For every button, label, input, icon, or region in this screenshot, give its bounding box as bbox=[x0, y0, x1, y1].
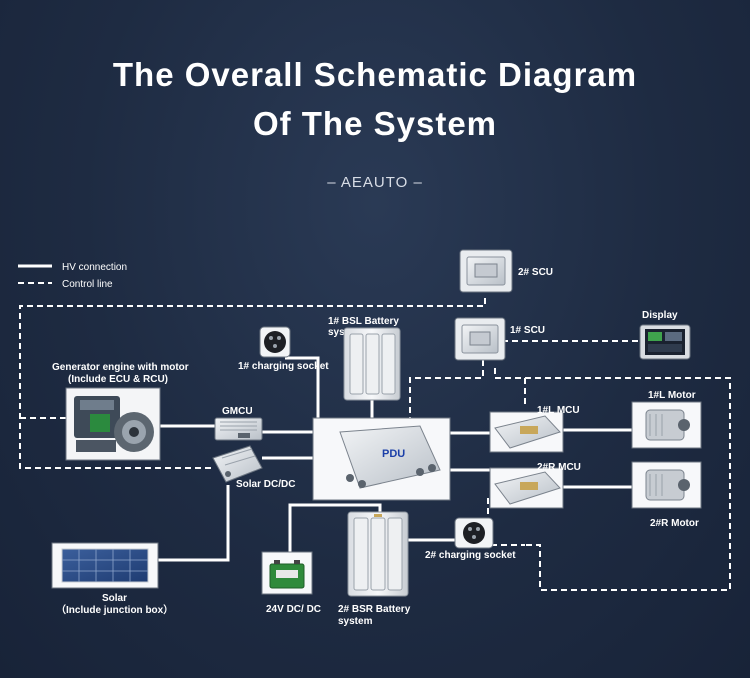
motor-2r-label: 2#R Motor bbox=[650, 518, 699, 529]
motor-1l-label: 1#L Motor bbox=[648, 390, 696, 401]
charging-socket-1-unit bbox=[259, 326, 291, 358]
pdu-label: PDU bbox=[382, 448, 405, 460]
dcdc-24v-unit bbox=[261, 551, 313, 595]
page-title-line-1: The Overall Schematic Diagram bbox=[112, 56, 638, 93]
generator-engine-unit bbox=[65, 387, 161, 461]
mcu-2r-unit bbox=[489, 467, 564, 509]
solar-label-line-1: Solar bbox=[102, 593, 127, 604]
mcu-1l-unit bbox=[489, 411, 564, 453]
bsr-battery-unit bbox=[347, 511, 409, 597]
bsl-battery-label-line-2: sys bbox=[328, 327, 345, 338]
brand-subtitle: – AEAUTO – bbox=[327, 174, 423, 191]
scu-1-label: 1# SCU bbox=[510, 325, 545, 336]
motor-2r-unit bbox=[631, 461, 702, 509]
bsl-battery-label-line-1: 1# BSL Battery bbox=[328, 316, 399, 327]
pdu-unit bbox=[312, 417, 451, 501]
hv-connections bbox=[158, 356, 632, 562]
motor-1l-unit bbox=[631, 401, 702, 449]
legend: HV connection Control line bbox=[18, 262, 127, 290]
solar-label-line-2: （Include junction box） bbox=[56, 603, 173, 616]
charging-socket-1-label: 1# charging socket bbox=[238, 361, 329, 372]
generator-label-line-1: Generator engine with motor bbox=[52, 362, 189, 373]
display-unit bbox=[639, 324, 691, 360]
bsr-battery-label-line-2: system bbox=[338, 616, 373, 627]
generator-label-line-2: (Include ECU & RCU) bbox=[68, 374, 168, 385]
bsr-battery-label-line-1: 2# BSR Battery bbox=[338, 604, 411, 615]
control-lines bbox=[19, 298, 731, 591]
charging-socket-2-unit bbox=[454, 517, 494, 549]
display-label: Display bbox=[642, 310, 678, 321]
solar-dcdc-unit bbox=[212, 445, 263, 483]
solar-panel-unit bbox=[51, 542, 159, 589]
bsl-battery-unit bbox=[343, 327, 401, 401]
scu-2-unit bbox=[459, 249, 513, 293]
legend-control-label: Control line bbox=[62, 279, 113, 290]
charging-socket-2-label: 2# charging socket bbox=[425, 550, 516, 561]
mcu-1l-label: 1#L MCU bbox=[537, 405, 580, 416]
scu-1-unit bbox=[454, 317, 506, 361]
legend-hv-label: HV connection bbox=[62, 262, 127, 273]
mcu-2r-label: 2#R MCU bbox=[537, 462, 581, 473]
scu-2-label: 2# SCU bbox=[518, 267, 553, 278]
gmcu-unit bbox=[214, 417, 263, 441]
dcdc-24v-label: 24V DC/ DC bbox=[266, 604, 321, 615]
page-title-line-2: Of The System bbox=[252, 105, 498, 142]
solar-dcdc-label: Solar DC/DC bbox=[236, 479, 295, 490]
gmcu-label: GMCU bbox=[222, 406, 253, 417]
